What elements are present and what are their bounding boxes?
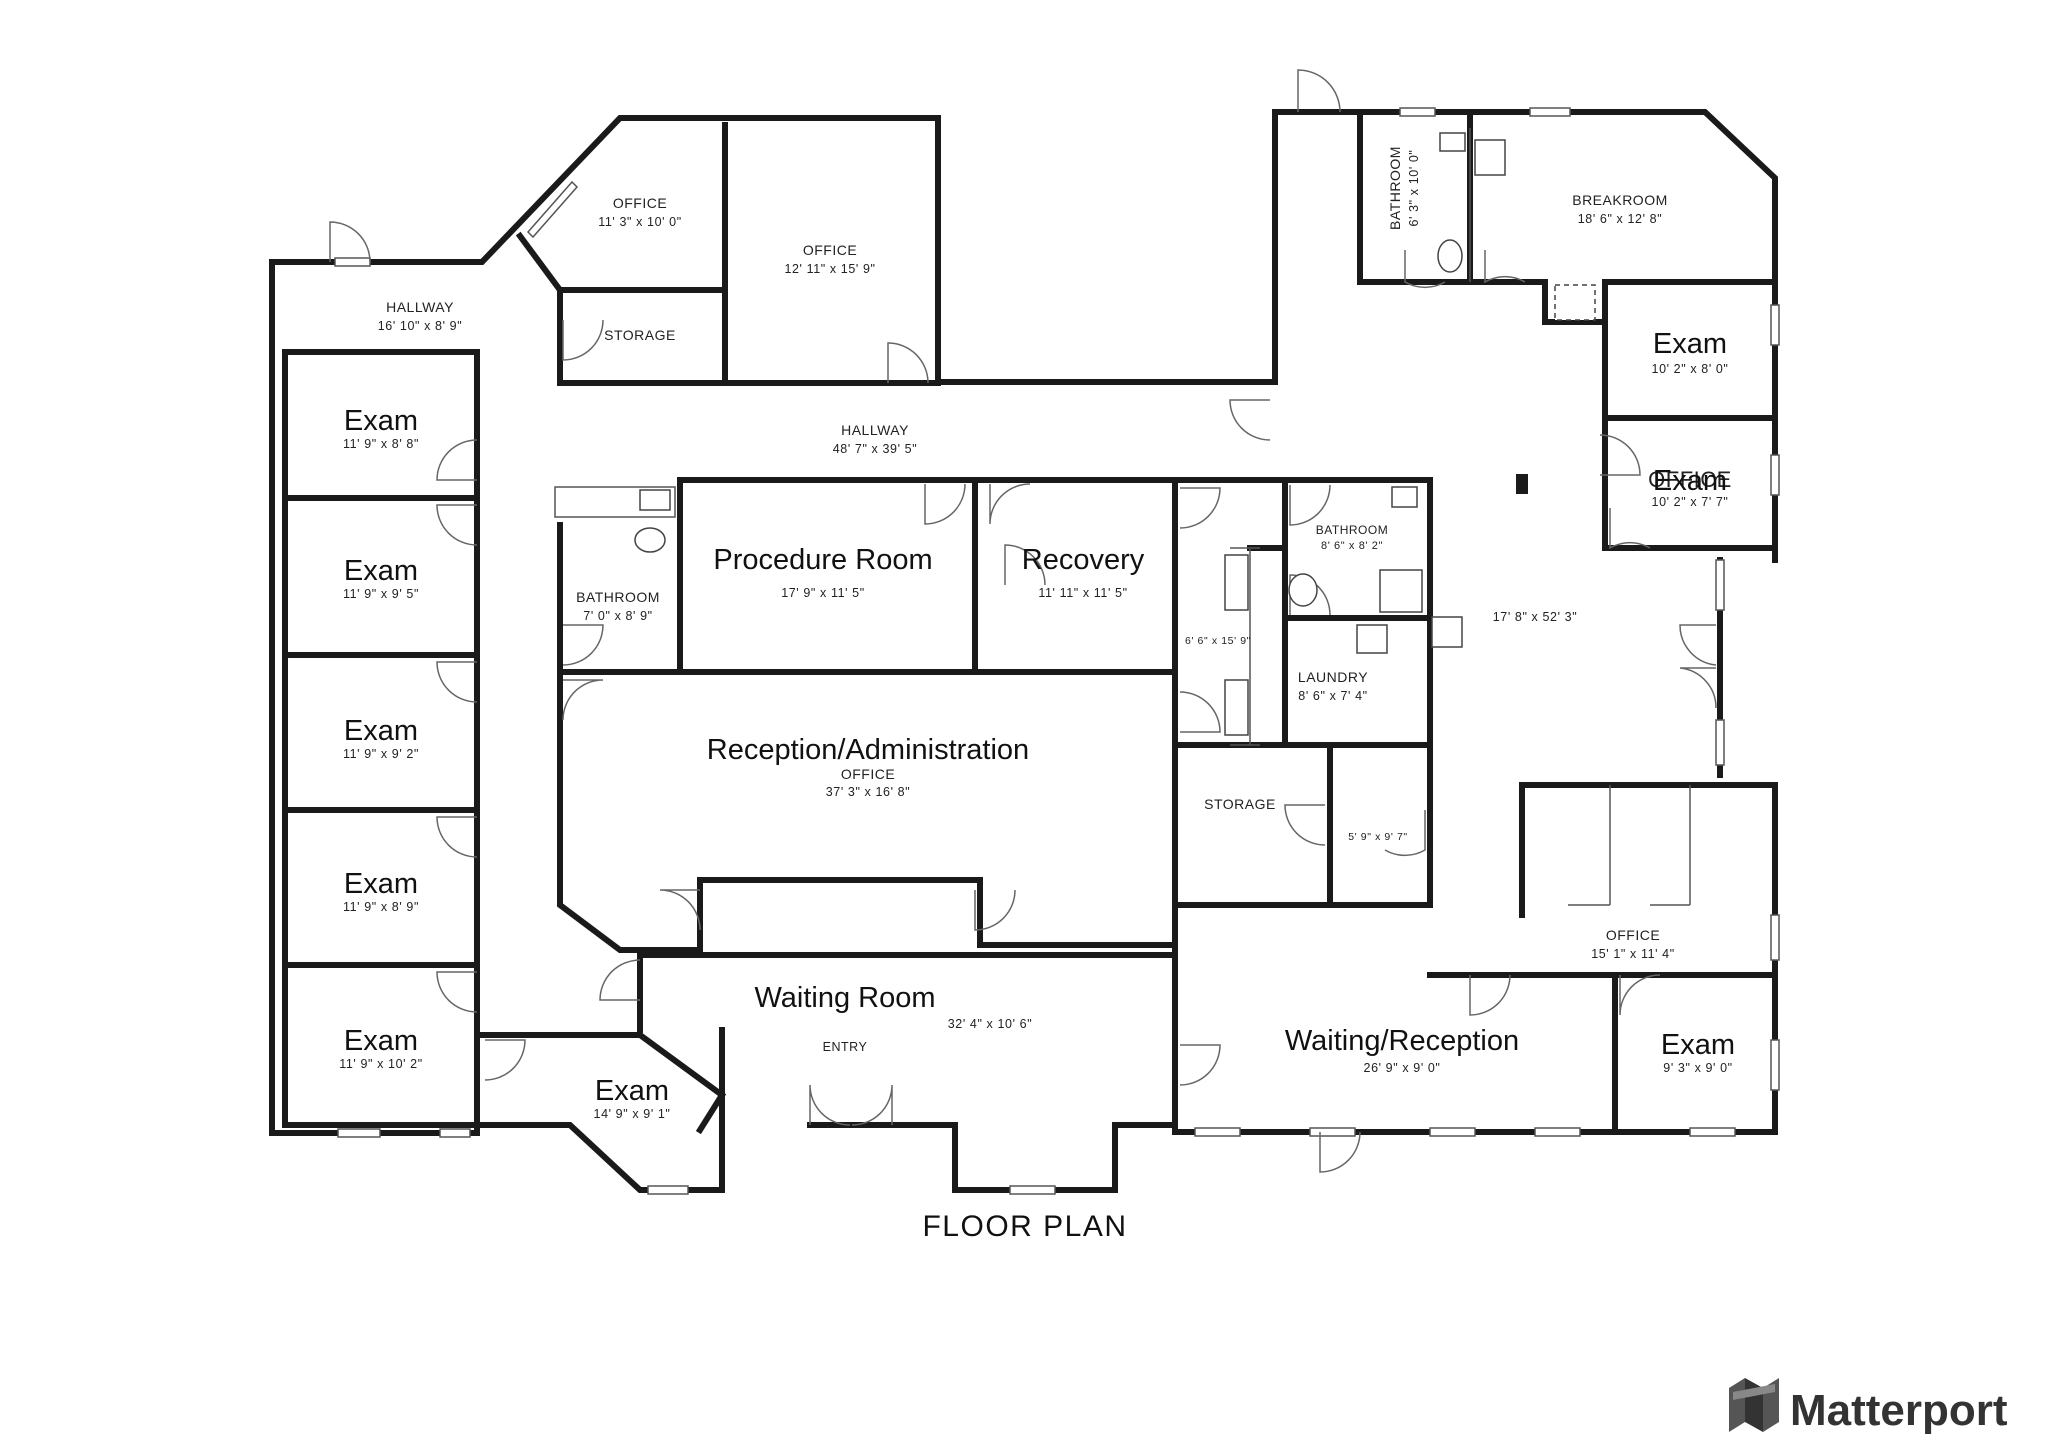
- exam-l4-name: Exam: [344, 868, 418, 900]
- exam-l3-name: Exam: [344, 715, 418, 747]
- walls: [269, 109, 1778, 1193]
- exam-r3-dims: 9' 3" x 9' 0": [1663, 1061, 1732, 1075]
- exam-bottom-name: Exam: [595, 1075, 669, 1107]
- reception-admin-name: Reception/Administration: [707, 734, 1029, 766]
- office-large-name: OFFICE: [803, 242, 857, 258]
- floor-plan-caption: FLOOR PLAN: [922, 1210, 1127, 1243]
- exam-l1-name: Exam: [344, 405, 418, 437]
- exam-r3-name: Exam: [1661, 1029, 1735, 1061]
- bathroom-mid-name: BATHROOM: [1316, 523, 1388, 537]
- bathroom-mid-dims: 8' 6" x 8' 2": [1321, 540, 1383, 552]
- post-marker: [1516, 474, 1528, 494]
- hallway-left-name: HALLWAY: [386, 299, 454, 315]
- bathroom-top-dims: 6' 3" x 10' 0": [1407, 150, 1421, 227]
- fixtures: [634, 132, 1596, 736]
- office-large-dims: 12' 11" x 15' 9": [784, 262, 875, 276]
- recovery-name: Recovery: [1022, 544, 1145, 576]
- waiting-reception-name: Waiting/Reception: [1285, 1025, 1519, 1057]
- hallway-main-dims: 48' 7" x 39' 5": [833, 442, 918, 456]
- hallway-main-name: HALLWAY: [841, 422, 909, 438]
- bathroom-top-name: BATHROOM: [1387, 146, 1403, 230]
- exam-l1-dims: 11' 9" x 8' 8": [343, 437, 419, 451]
- storage-mid-name: STORAGE: [1204, 796, 1276, 812]
- laundry-name: LAUNDRY: [1298, 669, 1368, 685]
- bathroom-left-dims: 7' 0" x 8' 9": [583, 609, 652, 623]
- interior-lines: [554, 128, 1691, 906]
- windows: [334, 107, 1780, 1195]
- exam-l5-dims: 11' 9" x 10' 2": [339, 1057, 423, 1071]
- bathroom-left-name: BATHROOM: [576, 589, 660, 605]
- exam-r1-dims: 10' 2" x 8' 0": [1652, 362, 1729, 376]
- exam-bottom-dims: 14' 9" x 9' 1": [594, 1107, 671, 1121]
- laundry-dims: 8' 6" x 7' 4": [1298, 689, 1367, 703]
- office-right-name: OFFICE: [1606, 927, 1660, 943]
- closet-small-dims: 5' 9" x 9' 7": [1348, 831, 1408, 843]
- corridor-right-dims: 17' 8" x 52' 3": [1493, 610, 1578, 624]
- waiting-reception-dims: 26' 9" x 9' 0": [1364, 1061, 1441, 1075]
- hallway-left-dims: 16' 10" x 8' 9": [378, 319, 463, 333]
- matterport-logo-icon: [1729, 1378, 1779, 1432]
- office-angled-dims: 11' 3" x 10' 0": [598, 215, 682, 229]
- exam-l2-dims: 11' 9" x 9' 5": [343, 587, 419, 601]
- storage-top-name: STORAGE: [604, 327, 676, 343]
- room-labels: HALLWAY 16' 10" x 8' 9" OFFICE 11' 3" x …: [339, 146, 1735, 1121]
- exam-l5-name: Exam: [344, 1025, 418, 1057]
- exam-r1-name: Exam: [1653, 328, 1727, 360]
- reception-admin-dims: 37' 3" x 16' 8": [826, 785, 911, 799]
- exam-l3-dims: 11' 9" x 9' 2": [343, 747, 419, 761]
- waiting-room-entry: ENTRY: [823, 1040, 868, 1054]
- reception-admin-sub: OFFICE: [841, 766, 895, 782]
- exam-r2-overlap: OFFICE: [1648, 467, 1732, 492]
- procedure-dims: 17' 9" x 11' 5": [781, 586, 865, 600]
- recovery-dims: 11' 11" x 11' 5": [1038, 586, 1127, 600]
- exam-r2-dims: 10' 2" x 7' 7": [1652, 495, 1729, 509]
- exam-l4-dims: 11' 9" x 8' 9": [343, 900, 419, 914]
- office-angled-name: OFFICE: [613, 195, 667, 211]
- office-right-dims: 15' 1" x 11' 4": [1591, 947, 1675, 961]
- procedure-name: Procedure Room: [713, 544, 932, 576]
- closet-mid-dims: 6' 6" x 15' 9": [1185, 635, 1251, 647]
- waiting-room-dims: 32' 4" x 10' 6": [948, 1017, 1033, 1031]
- matterport-logo-text: Matterport: [1790, 1386, 2008, 1435]
- waiting-room-name: Waiting Room: [754, 982, 935, 1014]
- breakroom-dims: 18' 6" x 12' 8": [1578, 212, 1663, 226]
- matterport-logo: Matterport: [1729, 1378, 2008, 1435]
- doors: [329, 69, 1717, 1173]
- exam-r2-name: Exam: [1653, 465, 1727, 497]
- breakroom-name: BREAKROOM: [1572, 192, 1668, 208]
- exam-l2-name: Exam: [344, 555, 418, 587]
